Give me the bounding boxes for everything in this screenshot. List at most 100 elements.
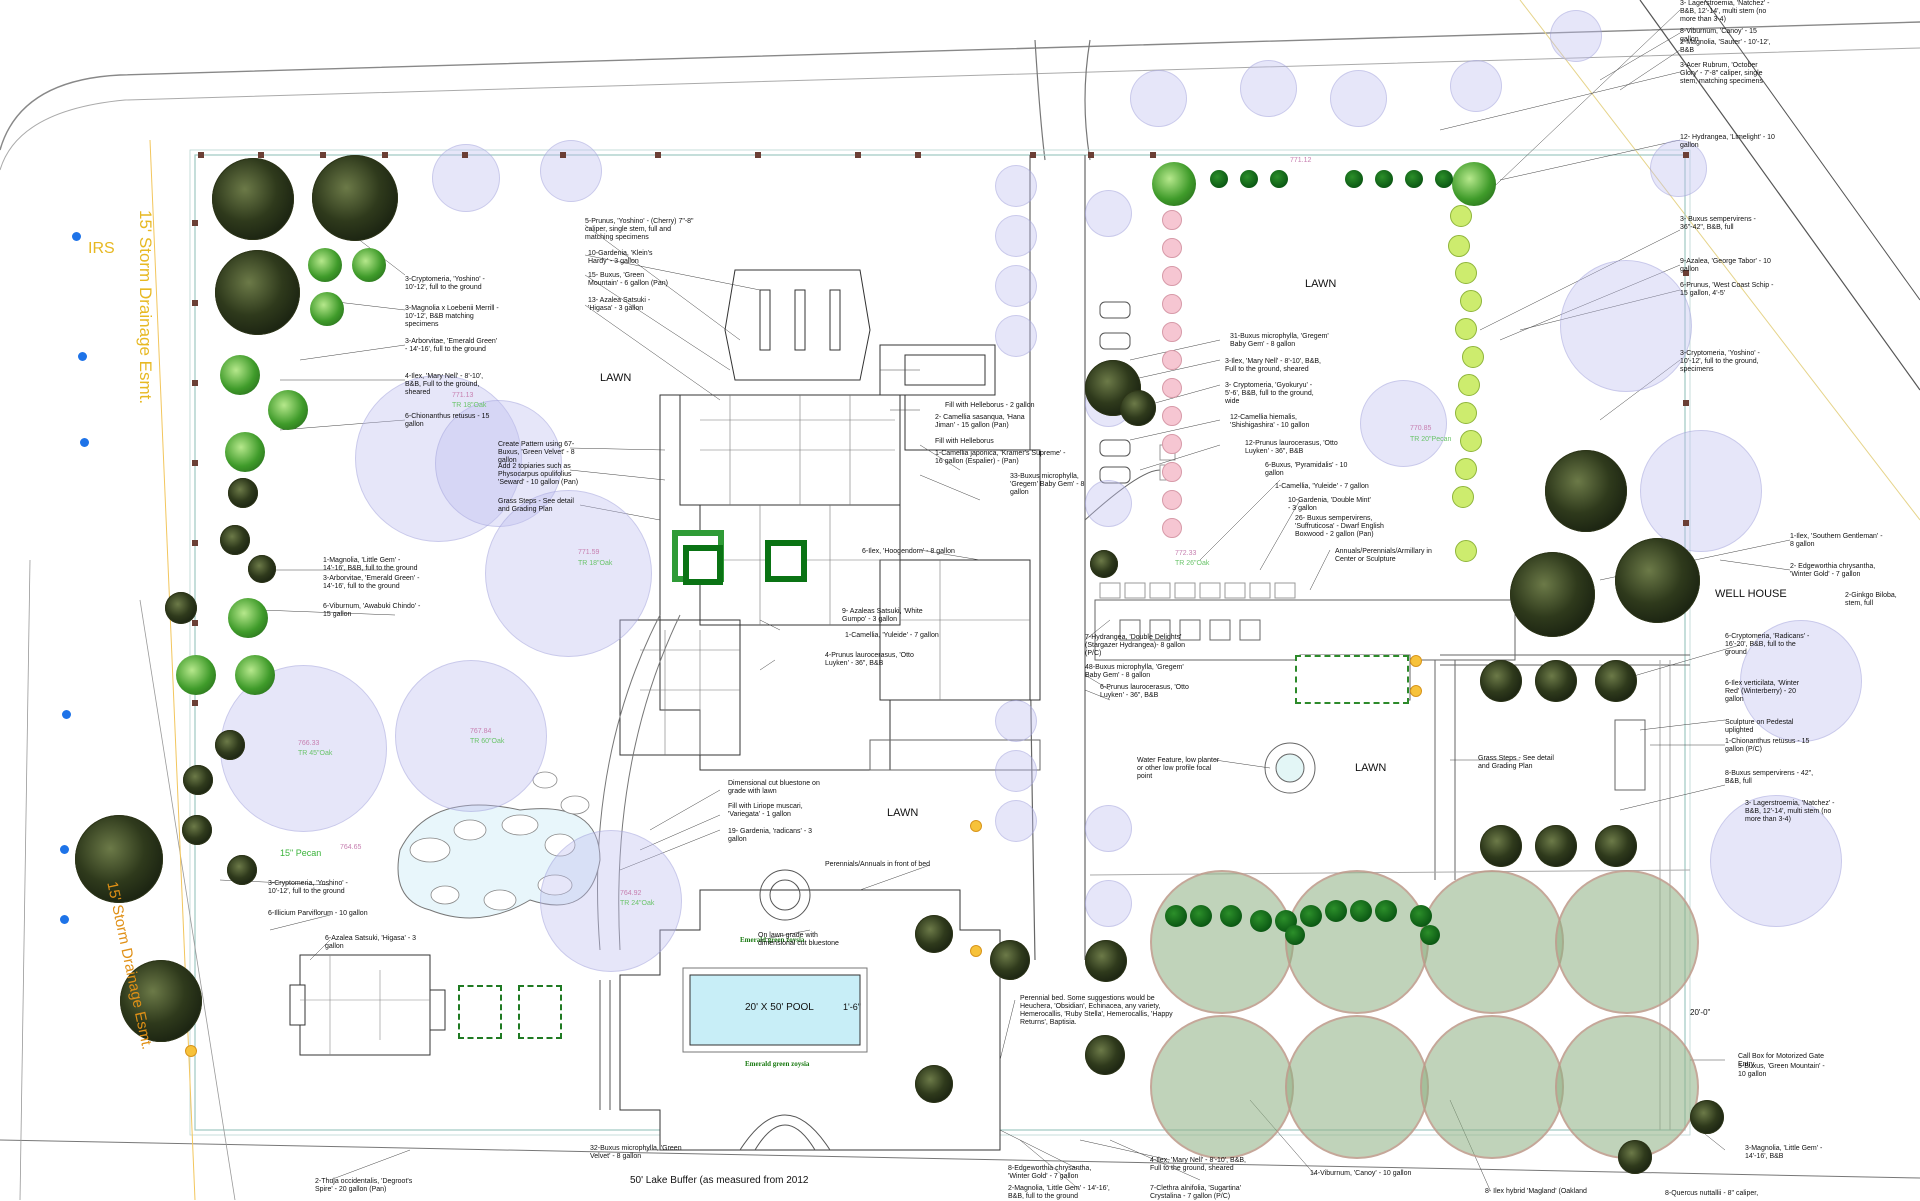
plant-note: 6-Prunus laurocerasus, 'Otto Luyken' - 3… xyxy=(1100,684,1189,699)
viburnum-shrub xyxy=(182,815,212,845)
ilex-shrub xyxy=(1120,390,1156,426)
plant-note: 3-Cryptomeria, 'Yoshino' - 10'-12', full… xyxy=(405,276,485,291)
quercus-canopy xyxy=(1555,1015,1699,1159)
plant-note: 1-Camellia, 'Yuleide' - 7 gallon xyxy=(845,632,939,639)
camellia xyxy=(1162,238,1182,258)
plant-note: 8- Ilex hybrid 'Magland' (Oakland xyxy=(1485,1188,1587,1195)
plant-note: 6-Buxus, 'Pyramidalis' - 10 gallon xyxy=(1265,462,1348,477)
existing-tree-canopy xyxy=(1710,795,1842,927)
existing-tree-canopy xyxy=(1450,60,1502,112)
magnolia-tree xyxy=(1085,1035,1125,1075)
plant-note: 8-Buxus sempervirens - 42", B&B, full xyxy=(1725,770,1814,785)
parterre-bed xyxy=(765,540,807,582)
existing-tree-canopy xyxy=(995,750,1037,792)
zoysia-label: Emerald green zoysia xyxy=(740,936,805,944)
plant-note: 9-Azalea, 'George Tabor' - 10 gallon xyxy=(1680,258,1771,273)
existing-tree-canopy xyxy=(1330,70,1387,127)
pool-label: 20' X 50' POOL xyxy=(745,1002,814,1013)
existing-tree-canopy xyxy=(485,490,652,657)
plant-note: 8-Edgeworthia chrysantha, 'Winter Gold' … xyxy=(1008,1165,1092,1180)
pecan-label: 15" Pecan xyxy=(280,848,322,858)
tree-tag: 766.33 xyxy=(298,740,320,747)
boxwood xyxy=(1240,170,1258,188)
magnolia-tree xyxy=(915,1065,953,1103)
plant-note: 3-Magnolia x Loebenii Merrill - 10'-12',… xyxy=(405,305,499,328)
hydrangea xyxy=(1460,430,1482,452)
pattern-bed xyxy=(1295,655,1409,704)
cryptomeria-tree xyxy=(75,815,163,903)
fence-post xyxy=(560,152,566,158)
fence-post xyxy=(192,460,198,466)
magnolia-tree xyxy=(1690,1100,1724,1134)
plant-note: 12-Camellia hiemalis, 'Shishigashira' - … xyxy=(1230,414,1310,429)
cryptomeria-tree xyxy=(120,960,202,1042)
tree-tag: 771.13 xyxy=(452,392,474,399)
viburnum-shrub xyxy=(220,525,250,555)
hydrangea xyxy=(1462,346,1484,368)
tree-tag: TR 18"Oak xyxy=(578,560,613,567)
ilex-shrub xyxy=(1595,660,1637,702)
existing-tree-canopy xyxy=(1085,480,1132,527)
plant-note: 3- Lagerstroemia, 'Natchez' - B&B, 12'-1… xyxy=(1745,800,1835,823)
storm-drainage-label: 15' Storm Drainage Esmt. xyxy=(136,210,155,405)
viburnum-shrub xyxy=(183,765,213,795)
plant-note: 2- Edgeworthia chrysantha, 'Winter Gold'… xyxy=(1790,563,1876,578)
arborvitae-shrub xyxy=(268,390,308,430)
magnolia-shrub xyxy=(352,248,386,282)
survey-point xyxy=(78,352,87,361)
survey-point xyxy=(62,710,71,719)
camellia xyxy=(1162,378,1182,398)
boxwood xyxy=(1210,170,1228,188)
plant-note: 6-Cryptomeria, 'Radicans' - 16'-20', B&B… xyxy=(1725,633,1810,656)
boxwood xyxy=(1375,900,1397,922)
existing-tree-canopy xyxy=(995,215,1037,257)
knot-bed xyxy=(458,985,502,1039)
fence-post xyxy=(192,380,198,386)
plant-note: Perennials/Annuals in front of bed xyxy=(825,861,931,868)
tree-tag: TR 26"Oak xyxy=(1175,560,1210,567)
plant-note: Fill with Helleborus xyxy=(935,438,994,445)
plant-note: Add 2 topiaries such as Physocarpus opul… xyxy=(498,463,579,486)
lake-buffer-label: 50' Lake Buffer (as measured from 2012 xyxy=(630,1175,809,1186)
quercus-canopy xyxy=(1285,1015,1429,1159)
boxwood xyxy=(1410,905,1432,927)
camellia xyxy=(1162,294,1182,314)
fence-post xyxy=(320,152,326,158)
cryptomeria-shrub xyxy=(1452,162,1496,206)
plant-note: 8-Quercus nuttallii - 8" caliper, xyxy=(1665,1190,1759,1197)
fence-post xyxy=(1683,270,1689,276)
arborvitae-shrub xyxy=(176,655,216,695)
tree-tag: 764.92 xyxy=(620,890,642,897)
cryptomeria-tree xyxy=(1545,450,1627,532)
plant-note: Annuals/Perennials/Armillary in Center o… xyxy=(1335,548,1432,563)
fence-post xyxy=(755,152,761,158)
hydrangea xyxy=(1455,540,1477,562)
tree-tag: TR 45"Oak xyxy=(298,750,333,757)
parterre-bed xyxy=(683,545,723,585)
fence-post xyxy=(855,152,861,158)
light-fixture xyxy=(1410,685,1422,697)
plant-note: Fill with Liriope muscari, 'Variegata' -… xyxy=(728,803,803,818)
hydrangea xyxy=(1460,290,1482,312)
fence-post xyxy=(382,152,388,158)
boxwood xyxy=(1270,170,1288,188)
boxwood xyxy=(1190,905,1212,927)
plant-note: 4-Ilex, 'Mary Nell' - 8'-10', B&B, Full … xyxy=(1150,1157,1246,1172)
knot-bed xyxy=(518,985,562,1039)
hydrangea xyxy=(1448,235,1470,257)
plant-note: Perennial bed. Some suggestions would be… xyxy=(1020,995,1173,1026)
plant-note: 10-Gardenia, 'Klein's Hardy' - 3 gallon xyxy=(588,250,653,265)
fence-post xyxy=(258,152,264,158)
plant-note: 1-Camellia, 'Yuleide' - 7 gallon xyxy=(1275,483,1369,490)
light-fixture xyxy=(970,820,982,832)
plant-note: 3- Cryptomeria, 'Gyokuryu' - 5'-6', B&B,… xyxy=(1225,382,1314,405)
camellia xyxy=(1162,406,1182,426)
plant-note: Create Pattern using 67-Buxus, 'Green Ve… xyxy=(498,441,575,464)
tree-tag: TR 60"Oak xyxy=(470,738,505,745)
fence-post xyxy=(1150,152,1156,158)
existing-tree-canopy xyxy=(1560,260,1692,392)
fence-post xyxy=(192,220,198,226)
plant-note: 48-Buxus microphylla, 'Gregem' Baby Gem'… xyxy=(1085,664,1184,679)
plant-note: 6-Illicium Parviflorum - 10 gallon xyxy=(268,910,368,917)
existing-tree-canopy xyxy=(1550,10,1602,62)
